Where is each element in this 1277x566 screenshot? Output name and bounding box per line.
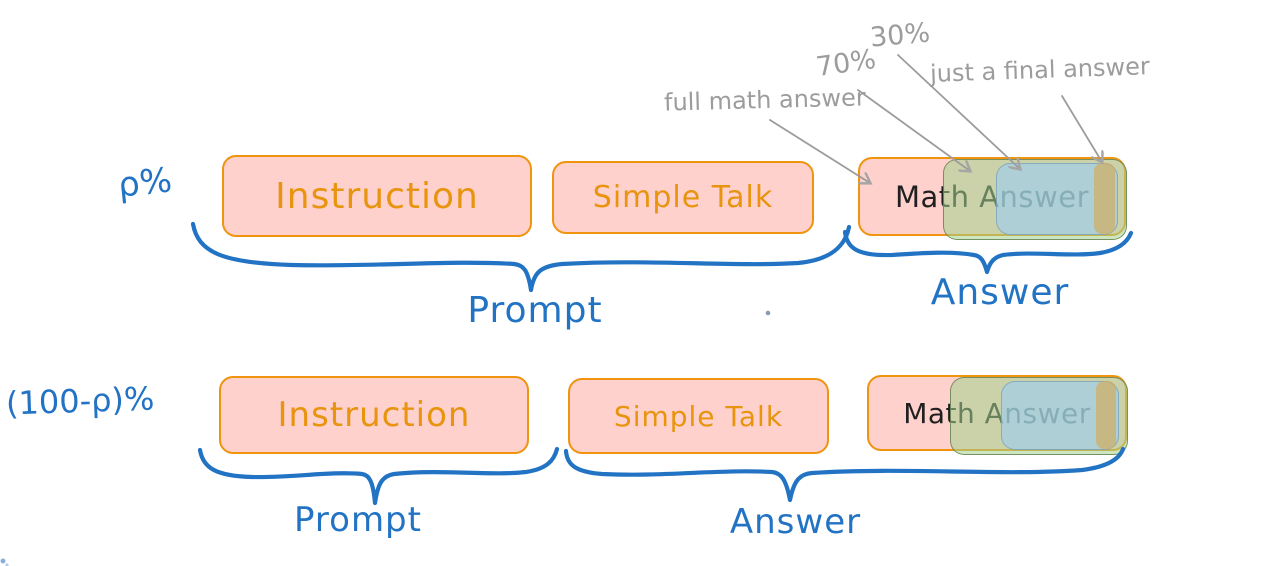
row2-math-answer-box: Math Answer (867, 375, 1129, 455)
row2-ratio-label: (100-ρ)% (5, 379, 155, 423)
stray-dot (765, 310, 771, 316)
row1-prompt-brace-label: Prompt (467, 290, 603, 331)
annotation-70-percent: 70% (814, 43, 878, 84)
arrow-just-a-final-answer (1061, 95, 1102, 162)
annotation-30-percent: 30% (868, 17, 932, 54)
row1-ratio-label: ρ% (116, 160, 174, 206)
corner-artifact (0, 558, 6, 564)
row2-instruction-box: Instruction (219, 376, 529, 454)
row1-instruction-label: Instruction (275, 175, 479, 217)
row2-simple-talk-box: Simple Talk (568, 378, 829, 454)
row2-simple-talk-label: Simple Talk (613, 399, 784, 433)
row2-answer-brace (563, 446, 1126, 503)
annotation-just-a-final-answer: just a final answer (929, 52, 1151, 88)
row2-final-answer-strip (1095, 381, 1117, 449)
row2-prompt-brace-label: Prompt (294, 500, 422, 540)
row1-simple-talk-box: Simple Talk (552, 161, 814, 234)
row1-final-answer-strip (1093, 163, 1115, 234)
row1-math-answer-box: Math Answer (858, 157, 1128, 240)
row1-answer-brace-label: Answer (930, 272, 1070, 313)
row1-simple-talk-label: Simple Talk (592, 180, 774, 215)
row1-instruction-box: Instruction (222, 155, 532, 237)
row2-instruction-label: Instruction (277, 395, 471, 435)
row2-answer-brace-label: Answer (729, 502, 862, 542)
annotation-full-math-answer: full math answer (663, 83, 866, 117)
row2-prompt-brace (197, 446, 560, 506)
